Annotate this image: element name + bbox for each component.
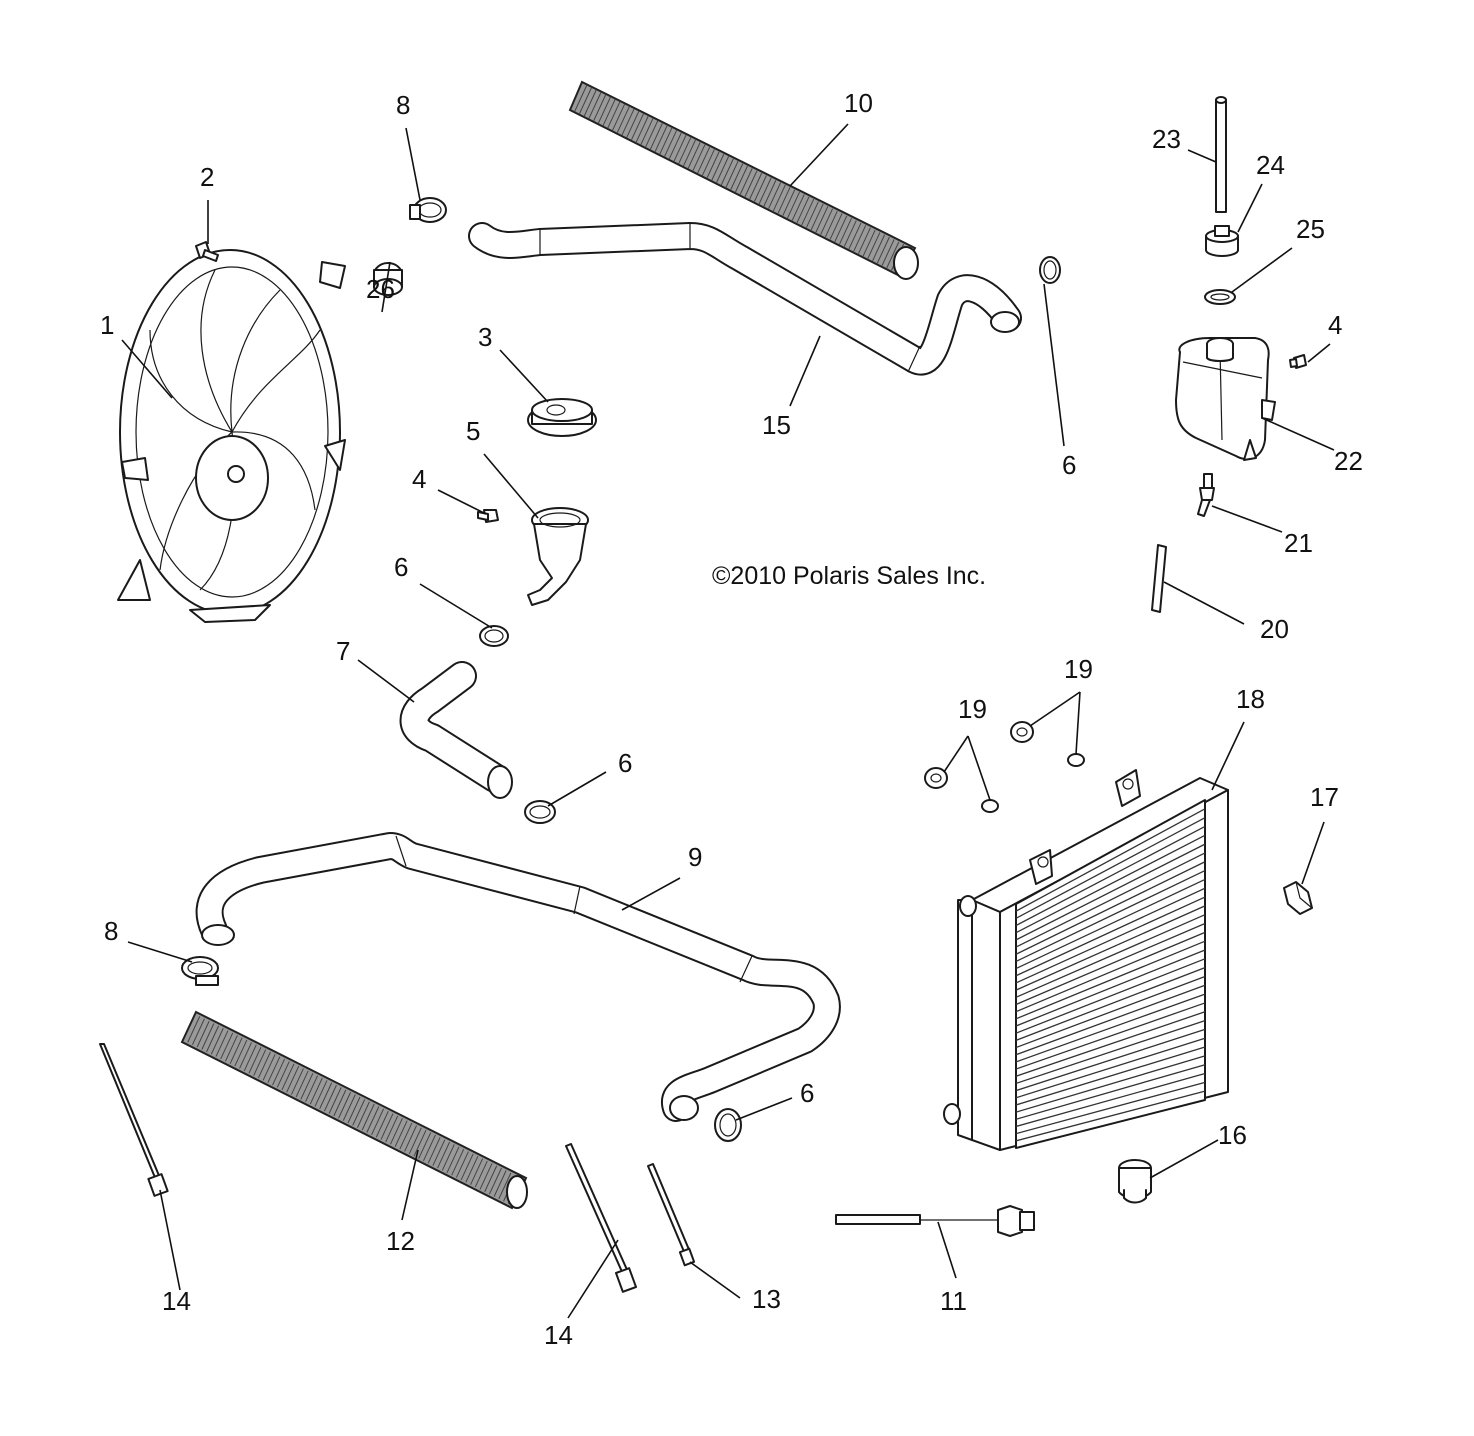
vent-tube-part-23: [1215, 96, 1227, 213]
callout-14-left: 14: [162, 1286, 191, 1316]
callout-8-lower: 8: [104, 916, 118, 946]
bolt-part-17: [1283, 881, 1313, 915]
cable-tie-part-13: [647, 1163, 696, 1267]
callout-24: 24: [1256, 150, 1285, 180]
callout-labels: 1 2 26 8 10 3 5 4 15 6 6 7 6 23 24 25 4 …: [100, 88, 1363, 1350]
reservoir-cap-part-24: [1205, 225, 1239, 257]
callout-12: 12: [386, 1226, 415, 1256]
sleeve-part-10: [568, 80, 919, 280]
callout-26: 26: [366, 274, 395, 304]
clamp-part-8-top: [409, 197, 447, 223]
washer-part-19-right: [1067, 753, 1085, 767]
clamp-part-6-mid: [479, 625, 509, 647]
callout-15: 15: [762, 410, 791, 440]
callout-8-top: 8: [396, 90, 410, 120]
cable-tie-part-14-mid: [565, 1143, 637, 1293]
clamp-part-6-bottom: [714, 1108, 742, 1142]
callout-25: 25: [1296, 214, 1325, 244]
hose-part-9: [195, 832, 841, 1122]
bolt-part-4-right: [1289, 354, 1307, 369]
callout-16: 16: [1218, 1120, 1247, 1150]
leader-lines: [121, 123, 1335, 1319]
radiator-part-18: [943, 769, 1229, 1151]
cable-tie-part-14-left: [99, 1043, 169, 1197]
callout-1: 1: [100, 310, 114, 340]
callout-23: 23: [1152, 124, 1181, 154]
callout-17: 17: [1310, 782, 1339, 812]
callout-5: 5: [466, 416, 480, 446]
drain-plug-part-16: [1118, 1159, 1152, 1204]
callout-13: 13: [752, 1284, 781, 1314]
screw-part-2: [195, 241, 219, 262]
callout-4-left: 4: [412, 464, 426, 494]
callout-6-top: 6: [1062, 450, 1076, 480]
grommet-part-19-left: [924, 767, 948, 789]
callout-6-bottom: 6: [800, 1078, 814, 1108]
clamp-part-6-lower: [524, 800, 556, 824]
callout-18: 18: [1236, 684, 1265, 714]
callout-19-right: 19: [1064, 654, 1093, 684]
radiator-cap-part-3: [527, 398, 597, 437]
temp-sensor-part-11: [835, 1205, 1035, 1237]
clamp-part-6-top: [1039, 256, 1061, 284]
callout-11: 11: [940, 1286, 967, 1316]
callout-9: 9: [688, 842, 702, 872]
hose-part-7: [399, 661, 513, 799]
sleeve-part-12: [180, 1010, 528, 1210]
fitting-part-21: [1197, 473, 1215, 517]
washer-part-19-left: [981, 799, 999, 813]
callout-2: 2: [200, 162, 214, 192]
callout-10: 10: [844, 88, 873, 118]
callout-6-mid: 6: [394, 552, 408, 582]
hose-part-15: [468, 222, 1022, 376]
callout-19-left: 19: [958, 694, 987, 724]
coolant-reservoir-part-22: [1175, 337, 1276, 461]
callout-14-mid: 14: [544, 1320, 573, 1350]
callout-21: 21: [1284, 528, 1313, 558]
overflow-hose-part-20: [1151, 544, 1167, 613]
copyright-notice: ©2010 Polaris Sales Inc.: [712, 562, 986, 590]
grommet-part-19-right: [1010, 721, 1034, 743]
filler-neck-part-5: [527, 507, 589, 606]
callout-4-right: 4: [1328, 310, 1342, 340]
cooling-fan-part: [117, 249, 346, 623]
callout-3: 3: [478, 322, 492, 352]
callout-7: 7: [336, 636, 350, 666]
callout-6-lower: 6: [618, 748, 632, 778]
o-ring-part-25: [1204, 289, 1236, 305]
callout-22: 22: [1334, 446, 1363, 476]
callout-20: 20: [1260, 614, 1289, 644]
